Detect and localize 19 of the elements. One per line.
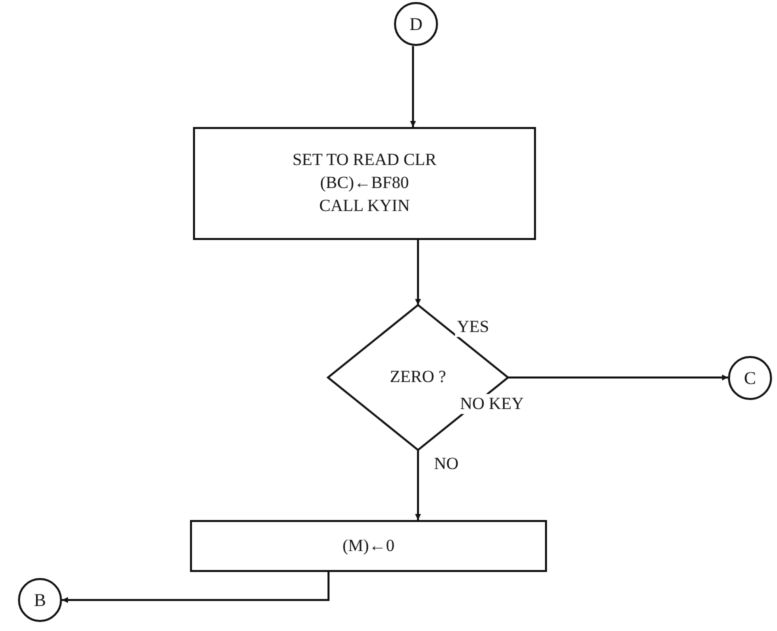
arrow xyxy=(415,450,421,520)
node-text: ZERO ? xyxy=(390,366,446,388)
connector-circle xyxy=(18,578,62,622)
node-text: CALL KYIN xyxy=(319,194,410,217)
node-text: D xyxy=(410,12,422,36)
node-text: C xyxy=(744,366,756,390)
process-box xyxy=(193,127,536,240)
process-box xyxy=(190,520,547,572)
arrow xyxy=(415,240,421,305)
arrow xyxy=(62,572,330,603)
branch-label: NO KEY xyxy=(458,394,526,414)
connector-circle xyxy=(728,356,772,400)
node-text: (BC)←BF80 xyxy=(320,172,409,194)
node-text: B xyxy=(34,588,46,612)
connector-circle xyxy=(394,2,438,46)
node-text: (M)←0 xyxy=(342,534,394,557)
arrow xyxy=(508,374,728,380)
arrow xyxy=(410,46,416,127)
node-text: SET TO READ CLR xyxy=(292,149,437,172)
